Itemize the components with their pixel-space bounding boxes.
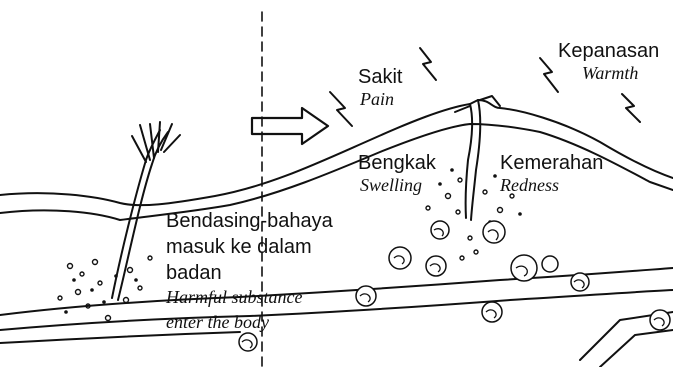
harmful-label-malay-2: masuk ke dalam bbox=[166, 236, 312, 258]
wound-cut bbox=[466, 104, 473, 218]
blood-vessel-lower bbox=[0, 290, 673, 330]
redness-label-english: Redness bbox=[500, 176, 559, 196]
lightning-bolt-icon bbox=[622, 94, 640, 122]
swelling-label-malay: Bengkak bbox=[358, 152, 436, 174]
harmful-label-malay-3: badan bbox=[166, 262, 222, 284]
swelling-label-english: Swelling bbox=[360, 176, 422, 196]
arrow-right-icon bbox=[252, 108, 328, 144]
blood-vessel-upper bbox=[0, 268, 673, 315]
lightning-bolt-icon bbox=[420, 48, 436, 80]
harmful-label-english-1: Harmful substance bbox=[166, 288, 303, 308]
harmful-label-malay-1: Bendasing-bahaya bbox=[166, 210, 333, 232]
redness-label-malay: Kemerahan bbox=[500, 152, 603, 174]
harmful-label-english-2: enter the body bbox=[166, 313, 269, 333]
warmth-label-english: Warmth bbox=[582, 64, 638, 84]
pain-label-english: Pain bbox=[360, 90, 394, 110]
warmth-label-malay: Kepanasan bbox=[558, 40, 659, 62]
pain-label-malay: Sakit bbox=[358, 66, 402, 88]
lightning-bolt-icon bbox=[540, 58, 558, 92]
lightning-bolt-icon bbox=[330, 92, 352, 126]
